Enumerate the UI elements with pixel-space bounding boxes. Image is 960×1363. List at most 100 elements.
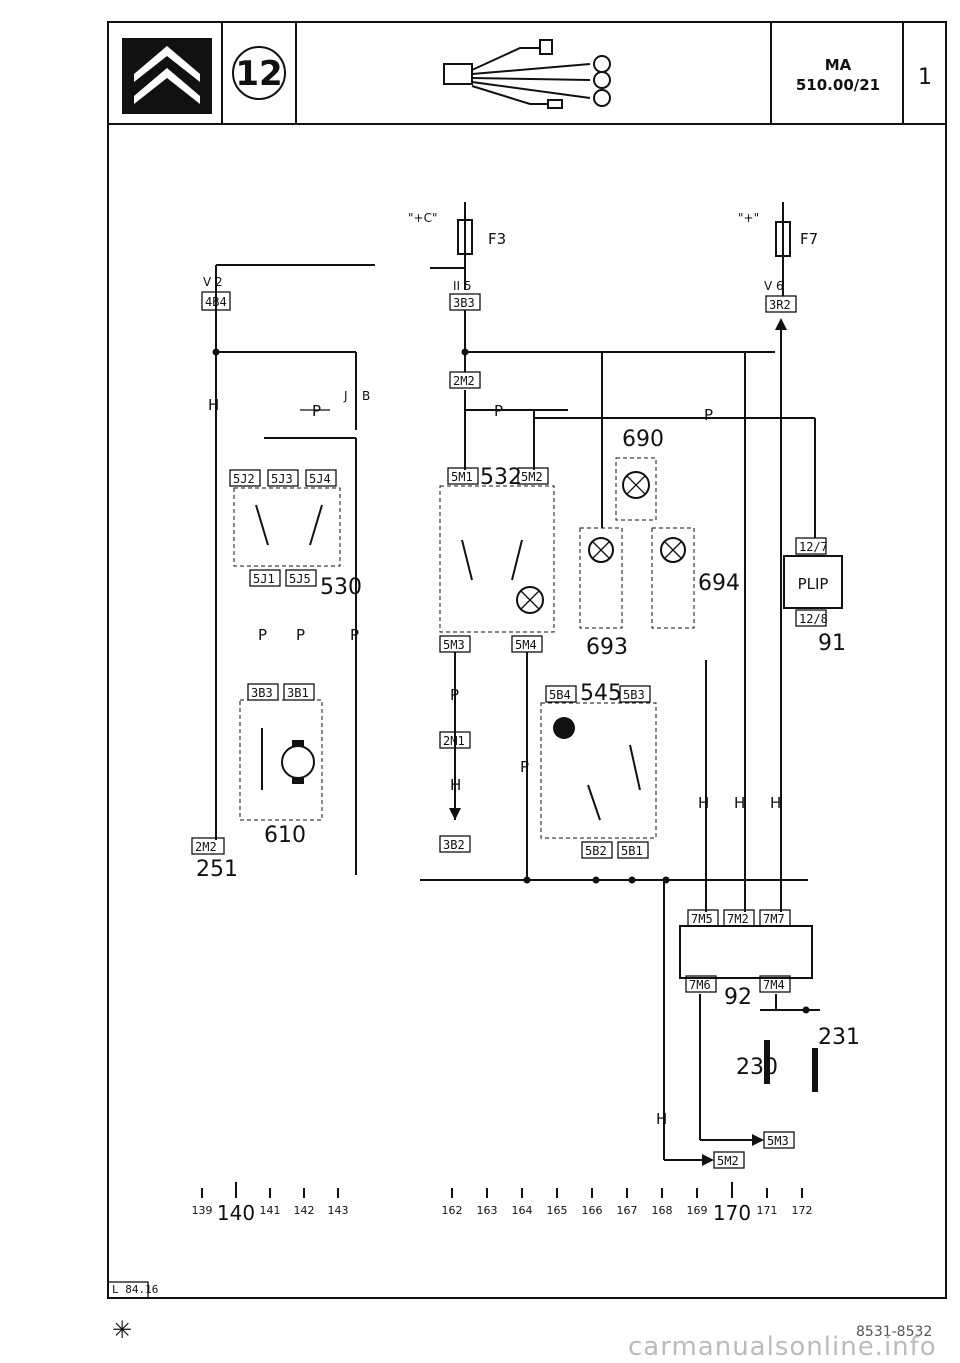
svg-text:"+": "+" (738, 211, 759, 225)
svg-text:4B4: 4B4 (205, 295, 227, 309)
grid-number: 169 (687, 1204, 708, 1217)
svg-text:3B3: 3B3 (453, 296, 475, 310)
svg-text:F7: F7 (800, 230, 818, 248)
grid-number: 172 (792, 1204, 813, 1217)
grid-number: 140 (217, 1201, 255, 1225)
warning-lamp-icon (553, 717, 575, 739)
ref-line2: 510.00/21 (796, 76, 880, 94)
ref-line1: MA (825, 56, 852, 74)
svg-text:P: P (312, 402, 321, 420)
harness-icon (443, 39, 611, 109)
label-610: 610 (264, 823, 306, 848)
grid-number: 168 (652, 1204, 673, 1217)
svg-text:B: B (362, 389, 370, 403)
label-694: 694 (698, 571, 740, 596)
circuit-central: "+C" F3 II 5 3B3 2M2 P 5M1 532 5M2 5M3 5… (408, 202, 815, 884)
grid-number: 141 (260, 1204, 281, 1217)
svg-text:P: P (296, 626, 305, 644)
motor-icon (281, 745, 315, 779)
svg-text:H: H (698, 794, 709, 812)
grid-number: 166 (582, 1204, 603, 1217)
svg-text:P: P (520, 758, 529, 776)
svg-text:P: P (494, 402, 503, 420)
grid-number: 162 (442, 1204, 463, 1217)
sheet-frame (107, 21, 947, 1299)
svg-text:12/8: 12/8 (799, 612, 828, 626)
svg-text:5M2: 5M2 (521, 470, 543, 484)
lamp-532-icon (516, 586, 544, 614)
grid-number: 164 (512, 1204, 533, 1217)
svg-text:V 2: V 2 (203, 275, 223, 289)
svg-text:12/7: 12/7 (799, 540, 828, 554)
svg-text:II 5: II 5 (453, 279, 472, 293)
svg-text:5J4: 5J4 (309, 472, 331, 486)
motor-610-box (239, 699, 323, 821)
svg-text:H: H (450, 776, 461, 794)
svg-text:H: H (656, 1110, 667, 1128)
svg-text:5J3: 5J3 (271, 472, 293, 486)
module-92 (679, 925, 813, 979)
circuit-plip: "+" F7 V 6 3R2 12/7 PLIP 12/8 91 H H H 7… (656, 202, 860, 1169)
svg-text:5M3: 5M3 (767, 1134, 789, 1148)
lamp-690-icon (622, 471, 650, 499)
svg-text:P: P (704, 406, 713, 424)
lamp-693-icon (588, 537, 614, 563)
switch-530-box (233, 487, 341, 567)
svg-text:5M4: 5M4 (515, 638, 537, 652)
label-690: 690 (622, 427, 664, 452)
svg-text:3B2: 3B2 (443, 838, 465, 852)
svg-text:5J1: 5J1 (253, 572, 275, 586)
grid-number: 170 (713, 1201, 751, 1225)
grid-number: 171 (757, 1204, 778, 1217)
svg-text:5B4: 5B4 (549, 688, 571, 702)
grid-number: 165 (547, 1204, 568, 1217)
page-number: 1 (918, 65, 932, 90)
svg-text:7M7: 7M7 (763, 912, 785, 926)
grid-number: 142 (294, 1204, 315, 1217)
svg-text:2M2: 2M2 (195, 840, 217, 854)
label-231: 231 (818, 1025, 860, 1050)
sheet-number: 12 (235, 54, 282, 94)
label-532: 532 (480, 465, 522, 490)
svg-text:5B2: 5B2 (585, 844, 607, 858)
circuit-window-switches: 4B4 V 2 J B H P 5J2 5J3 5J4 5J1 5J5 530 … (191, 264, 375, 882)
svg-text:7M2: 7M2 (727, 912, 749, 926)
svg-text:J: J (343, 389, 348, 403)
svg-text:2M1: 2M1 (443, 734, 465, 748)
svg-text:H: H (734, 794, 745, 812)
svg-text:5J5: 5J5 (289, 572, 311, 586)
connector-4B4 (201, 291, 231, 311)
label-91: 91 (818, 631, 846, 656)
svg-text:3R2: 3R2 (769, 298, 791, 312)
svg-text:5M2: 5M2 (717, 1154, 739, 1168)
svg-text:5J2: 5J2 (233, 472, 255, 486)
lamp-694-icon (660, 537, 686, 563)
svg-text:2M2: 2M2 (453, 374, 475, 388)
svg-text:5B1: 5B1 (621, 844, 643, 858)
label-545: 545 (580, 681, 622, 706)
svg-text:H: H (208, 396, 219, 414)
label-92: 92 (724, 985, 752, 1010)
svg-text:P: P (350, 626, 359, 644)
plip-receiver-91 (783, 555, 843, 609)
svg-text:"+C": "+C" (408, 211, 437, 225)
svg-text:3B1: 3B1 (287, 686, 309, 700)
svg-text:5M3: 5M3 (443, 638, 465, 652)
svg-text:7M6: 7M6 (689, 978, 711, 992)
grid-number: 143 (328, 1204, 349, 1217)
svg-text:5M1: 5M1 (451, 470, 473, 484)
footer-ref-box: L 84.16 (112, 1283, 159, 1296)
svg-text:V 6: V 6 (764, 279, 784, 293)
watermark: carmanualsonline.info (628, 1332, 937, 1362)
grid-number: 139 (192, 1204, 213, 1217)
citroen-logo-icon (122, 38, 212, 114)
doc-number: 8531-8532 (856, 1324, 933, 1340)
switch-532-box (439, 485, 555, 633)
svg-text:7M5: 7M5 (691, 912, 713, 926)
grid-number: 167 (617, 1204, 638, 1217)
svg-text:5B3: 5B3 (623, 688, 645, 702)
sheet-number-circle (232, 46, 286, 100)
svg-text:P: P (450, 686, 459, 704)
svg-text:7M4: 7M4 (763, 978, 785, 992)
